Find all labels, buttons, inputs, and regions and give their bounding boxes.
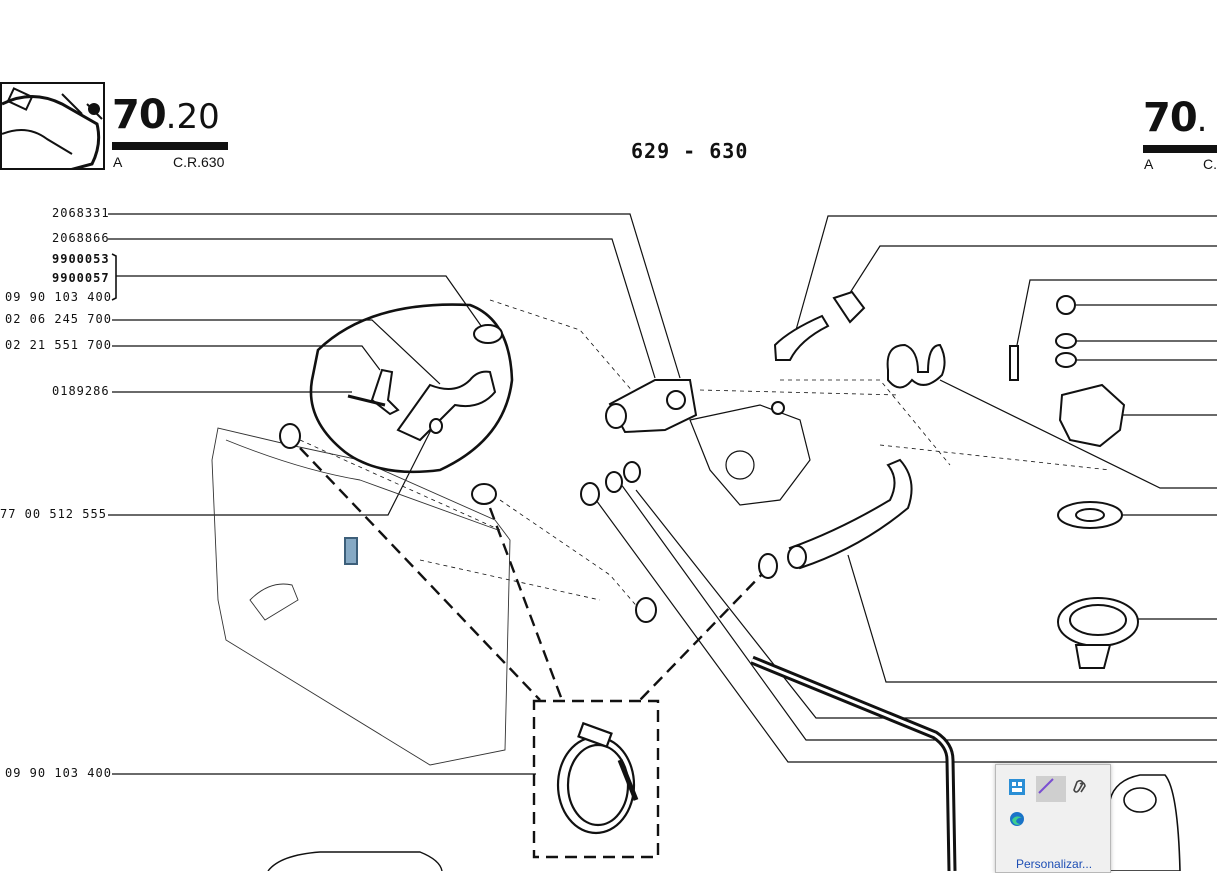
bracket-9900053	[111, 253, 117, 301]
elbow-pipe	[396, 370, 497, 442]
leader-0221551700	[112, 345, 381, 371]
s-hose	[886, 343, 946, 389]
callout-0990103400-bottom: 09 90 103 400	[5, 766, 112, 780]
bolt	[347, 394, 386, 407]
section-sub-a-left: A	[113, 154, 123, 170]
leader-0206245700	[112, 319, 441, 385]
highlight-oval	[309, 303, 514, 474]
thermostat-housing	[1058, 383, 1126, 448]
clamp-detail-box	[532, 699, 660, 859]
hose-clamp-left	[279, 423, 301, 449]
section-bar-left	[112, 142, 228, 150]
hose-upper	[773, 314, 830, 361]
thumbnail-engine-icon	[0, 82, 105, 170]
callout-7700512555: 77 00 512 555	[0, 507, 107, 521]
leader-right-3	[1015, 279, 1217, 351]
leader-right-11	[847, 554, 1217, 683]
callout-9900057: 9900057	[52, 271, 110, 285]
callout-0189286: 0189286	[52, 384, 110, 398]
callout-2068331: 2068331	[52, 206, 110, 220]
callout-0221551700: 02 21 551 700	[5, 338, 112, 352]
leader-2068866	[108, 238, 656, 379]
callout-2068866: 2068866	[52, 231, 110, 245]
bracket-part	[370, 368, 400, 416]
hose-clamp-top	[473, 324, 503, 344]
section-code-left: C.R.630	[173, 154, 225, 170]
stud	[1009, 345, 1019, 381]
washer-1	[580, 482, 600, 506]
customize-link[interactable]: Personalizar...	[1016, 857, 1093, 871]
callout-0206245700: 02 06 245 700	[5, 312, 112, 326]
callout-9900053: 9900053	[52, 252, 110, 266]
hose-clamp-mid	[471, 483, 497, 505]
leader-7700512555	[108, 427, 433, 516]
leader-right-13	[617, 479, 1217, 741]
leader-bracket	[116, 275, 485, 331]
leader-2068331	[108, 213, 681, 379]
washer-r1	[1055, 333, 1077, 349]
long-pipe	[750, 655, 957, 871]
leader-right-2	[847, 245, 1217, 297]
section-number-left: 70.20	[112, 92, 220, 138]
section-number-right: 70.	[1143, 95, 1208, 141]
washer-small	[429, 418, 443, 434]
washer-2	[605, 471, 623, 493]
washer-3	[623, 461, 641, 483]
section-code-right: C.	[1203, 156, 1217, 172]
leader-right-14	[595, 499, 1217, 763]
long-hose	[788, 458, 913, 570]
leader-right-12	[635, 489, 1217, 719]
hose-clamp-right	[758, 553, 778, 579]
leader-right-8	[939, 379, 1217, 489]
leader-right-1	[795, 215, 1217, 331]
nut	[1056, 295, 1076, 315]
section-bar-right	[1143, 145, 1217, 153]
hose-clamp-lower	[635, 597, 657, 623]
context-popup: Personalizar...	[995, 764, 1111, 873]
selection-marker	[344, 537, 358, 565]
page-numbers: 629 - 630	[631, 139, 749, 163]
hose-clamp-detail	[556, 735, 636, 835]
clamp-upper	[832, 290, 866, 324]
section-sub-a-right: A	[1144, 156, 1154, 172]
grid-app-icon[interactable]	[1008, 778, 1030, 800]
edge-icon[interactable]	[1008, 810, 1030, 832]
callout-0990103400-top: 09 90 103 400	[5, 290, 112, 304]
pen-icon[interactable]	[1036, 776, 1066, 802]
link-icon[interactable]	[1070, 778, 1092, 800]
washer-r2	[1055, 352, 1077, 368]
